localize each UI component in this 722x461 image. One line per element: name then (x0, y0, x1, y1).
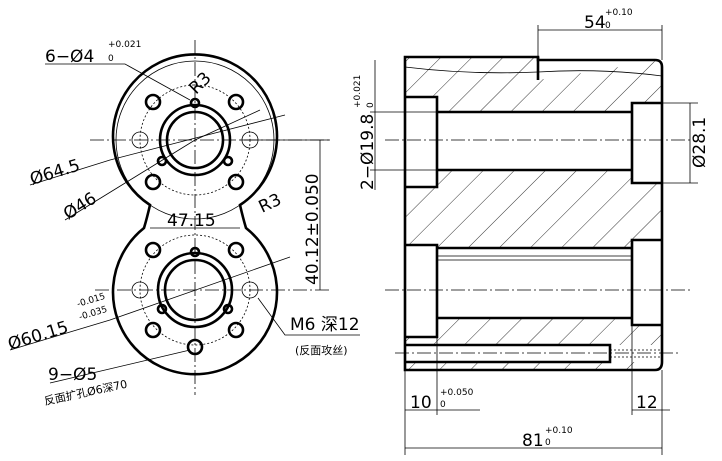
bore-tol-upper: +0.021 (353, 75, 363, 108)
holes-tol-upper: +0.021 (108, 40, 141, 50)
top-tol-upper: +0.10 (605, 8, 633, 18)
d28-label: Ø28.1 (690, 117, 710, 168)
section-view: 54 +0.10 0 2−Ø19.8 +0.021 0 Ø28.1 10 +0.… (353, 8, 710, 455)
r3-side-label: R3 (256, 190, 285, 218)
bore-label: 2−Ø19.8 (358, 114, 378, 190)
total-tol-upper: +0.10 (545, 426, 573, 436)
total-len-label: 81 (522, 431, 544, 451)
holes-label: 6−Ø4 (45, 47, 94, 67)
left-tol-lower: 0 (440, 400, 446, 410)
width-label: 47.15 (167, 211, 216, 231)
top-tol-lower: 0 (605, 21, 611, 31)
center-dist-label: 40.12±0.050 (303, 173, 323, 285)
total-tol-lower: 0 (545, 438, 551, 448)
r3-top-label: R3 (185, 68, 215, 98)
bore-tol-lower: 0 (366, 102, 376, 108)
left-tol-upper: +0.050 (440, 388, 474, 398)
d64-label: Ø64.5 (28, 156, 83, 190)
thread-label: M6 深12 (290, 315, 360, 335)
front-view: 6−Ø4 +0.021 0 R3 Ø64.5 Ø46 47.15 R3 40.1… (6, 40, 360, 408)
holes-tol-lower: 0 (108, 54, 114, 64)
top-len-label: 54 (584, 13, 606, 33)
bolt-holes (131, 93, 259, 356)
thread-note: (反面攻丝) (295, 343, 348, 357)
through-holes-label: 9−Ø5 (48, 365, 97, 385)
left-depth-label: 10 (410, 393, 432, 413)
d60-label: Ø60.15 (6, 318, 71, 355)
right-depth-label: 12 (636, 393, 658, 413)
